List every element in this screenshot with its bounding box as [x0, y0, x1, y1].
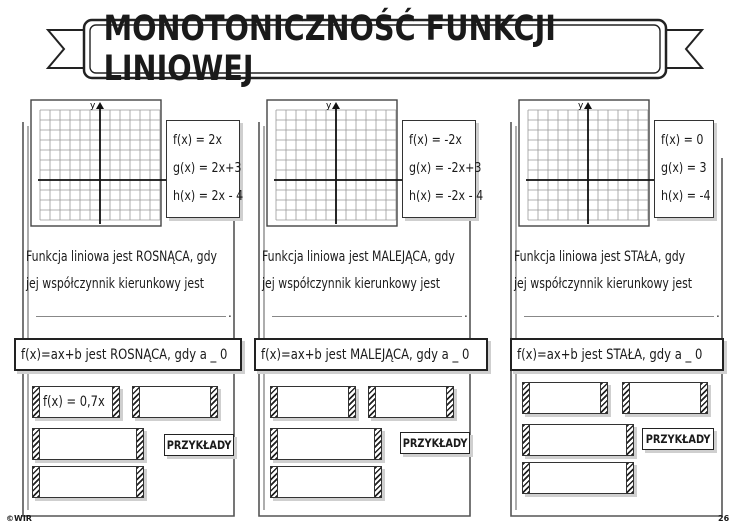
definition-line-1: Funkcja liniowa jest STAŁA, gdy — [514, 249, 686, 265]
functions-box: f(x) = 2x g(x) = 2x+3 h(x) = 2x - 4 — [166, 120, 244, 218]
rule-box: f(x)=ax+b jest STAŁA, gdy a _ 0 — [510, 338, 724, 371]
function-f: f(x) = -2x — [409, 132, 462, 148]
column-decreasing: xy f(x) = -2x g(x) = -2x+3 h(x) = -2x - … — [254, 98, 488, 518]
example-box-empty[interactable] — [270, 386, 356, 418]
examples-label: PRZYKŁADY — [400, 432, 470, 454]
rule-box: f(x)=ax+b jest MALEJĄCA, gdy a _ 0 — [254, 338, 488, 371]
example-box-empty[interactable] — [522, 424, 634, 456]
function-g: g(x) = 2x+3 — [173, 160, 242, 176]
title-banner: MONOTONICZNOŚĆ FUNKCJI LINIOWEJ — [44, 9, 706, 89]
y-axis-arrow — [332, 102, 340, 109]
example-box-empty[interactable] — [622, 382, 708, 414]
blank-period: . — [716, 306, 720, 320]
example-text: f(x) = 0,7x — [43, 394, 105, 410]
definition-line-2: jej współczynnik kierunkowy jest — [262, 276, 441, 292]
y-axis-arrow — [584, 102, 592, 109]
definition-line-2: jej współczynnik kierunkowy jest — [26, 276, 205, 292]
definition-line-2: jej współczynnik kierunkowy jest — [514, 276, 693, 292]
answer-blank[interactable] — [36, 316, 226, 317]
definition-text: Funkcja liniowa jest STAŁA, gdy jej wspó… — [514, 244, 693, 298]
column-constant: xy f(x) = 0 g(x) = 3 h(x) = -4 Funkcja l… — [508, 98, 726, 518]
example-box-empty[interactable] — [32, 428, 144, 460]
function-h: h(x) = -4 — [661, 188, 711, 204]
function-h: h(x) = -2x - 4 — [409, 188, 484, 204]
y-axis-label: y — [578, 101, 584, 111]
example-box-empty[interactable] — [32, 466, 144, 498]
functions-box: f(x) = 0 g(x) = 3 h(x) = -4 — [654, 120, 714, 218]
example-box-filled[interactable]: f(x) = 0,7x — [32, 386, 120, 418]
examples-label: PRZYKŁADY — [642, 428, 714, 450]
function-f: f(x) = 2x — [173, 132, 222, 148]
rule-text: f(x)=ax+b jest STAŁA, gdy a _ 0 — [517, 346, 703, 363]
rule-text: f(x)=ax+b jest MALEJĄCA, gdy a _ 0 — [261, 346, 470, 363]
brand-mark: ©WIR — [6, 514, 32, 523]
rule-box: f(x)=ax+b jest ROSNĄCA, gdy a _ 0 — [14, 338, 242, 371]
answer-blank[interactable] — [524, 316, 714, 317]
page-number: 26 — [718, 514, 730, 523]
function-g: g(x) = 3 — [661, 160, 707, 176]
example-box-empty[interactable] — [132, 386, 218, 418]
y-axis-label: y — [90, 101, 96, 111]
ribbon-shape — [45, 18, 705, 80]
coordinate-grid: xy — [518, 99, 662, 227]
page-title: MONOTONICZNOŚĆ FUNKCJI LINIOWEJ — [103, 9, 556, 89]
column-frame — [22, 122, 235, 517]
y-axis-arrow — [96, 102, 104, 109]
functions-box: f(x) = -2x g(x) = -2x+3 h(x) = -2x - 4 — [402, 120, 484, 218]
function-g: g(x) = -2x+3 — [409, 160, 482, 176]
example-box-empty[interactable] — [270, 466, 382, 498]
definition-line-1: Funkcja liniowa jest ROSNĄCA, gdy — [26, 249, 217, 265]
blank-period: . — [464, 306, 468, 320]
answer-blank[interactable] — [272, 316, 462, 317]
definition-text: Funkcja liniowa jest MALEJĄCA, gdy jej w… — [262, 244, 455, 298]
coordinate-grid: xy — [30, 99, 174, 227]
example-box-empty[interactable] — [522, 462, 634, 494]
definition-text: Funkcja liniowa jest ROSNĄCA, gdy jej ws… — [26, 244, 217, 298]
column-frame — [258, 122, 471, 517]
function-h: h(x) = 2x - 4 — [173, 188, 244, 204]
definition-line-1: Funkcja liniowa jest MALEJĄCA, gdy — [262, 249, 455, 265]
rule-text: f(x)=ax+b jest ROSNĄCA, gdy a _ 0 — [21, 346, 228, 363]
column-increasing: xy f(x) = 2x g(x) = 2x+3 h(x) = 2x - 4 F… — [14, 98, 244, 518]
coordinate-grid: xy — [266, 99, 410, 227]
function-f: f(x) = 0 — [661, 132, 704, 148]
y-axis-label: y — [326, 101, 332, 111]
example-box-empty[interactable] — [522, 382, 608, 414]
examples-label: PRZYKŁADY — [164, 434, 234, 456]
blank-period: . — [228, 306, 232, 320]
example-box-empty[interactable] — [270, 428, 382, 460]
column-frame — [510, 122, 723, 517]
example-box-empty[interactable] — [368, 386, 454, 418]
